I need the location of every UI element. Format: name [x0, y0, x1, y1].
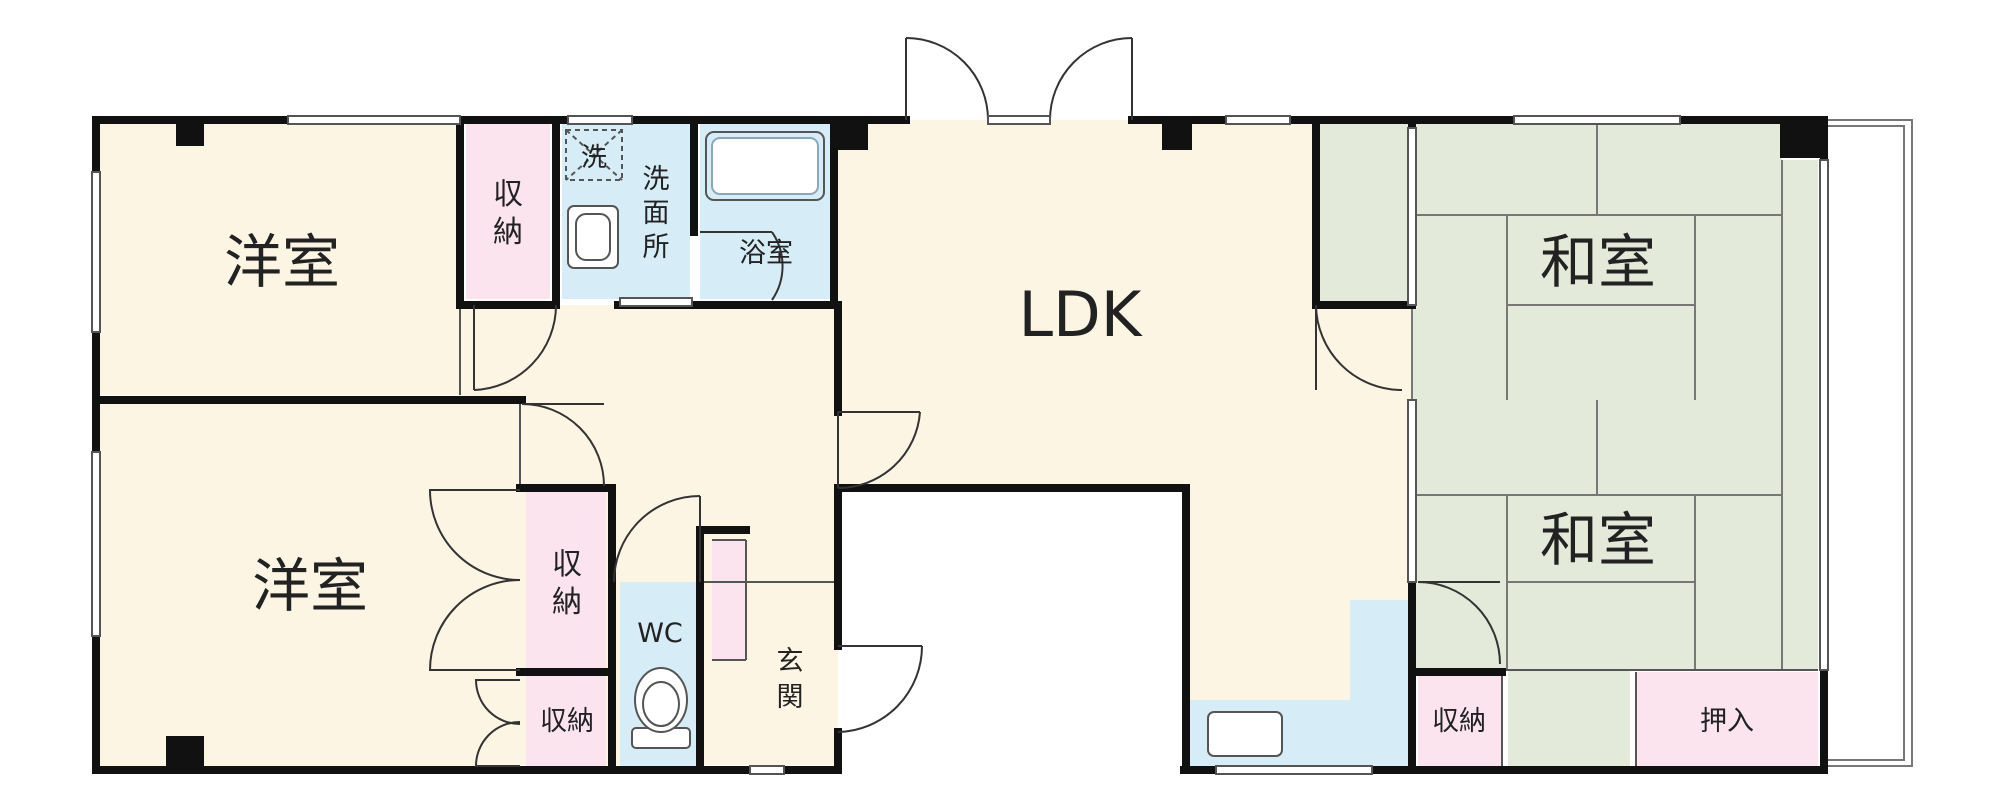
- window-icon: [91, 171, 101, 333]
- wc-label: WC: [637, 618, 683, 649]
- window-icon: [1407, 127, 1417, 306]
- window-icon: [567, 115, 633, 125]
- storage-3-label: 収納: [540, 706, 594, 737]
- window-icon: [1215, 765, 1373, 775]
- pillars: [166, 120, 1824, 770]
- window-icon: [1819, 159, 1829, 671]
- ldk-floor: [838, 120, 1412, 700]
- window-icon: [619, 297, 693, 307]
- washroom-label-3: 所: [643, 232, 670, 263]
- japanese-room-2-label: 和室: [1540, 506, 1656, 574]
- washroom-label-1: 洗: [643, 164, 670, 195]
- storage-1-label-bottom: 納: [493, 215, 523, 250]
- door-swings: [428, 231, 1501, 767]
- balcony-inner-line: [1822, 125, 1905, 761]
- tatami-lines: [1411, 120, 1783, 670]
- oshiire-label: 押入: [1700, 706, 1754, 737]
- window-icon: [1407, 399, 1417, 583]
- japanese-side-strip-floor: [1782, 160, 1818, 670]
- japanese-room-1-label: 和室: [1540, 228, 1656, 296]
- balcony-outline: [1822, 119, 1913, 767]
- window-icon: [91, 451, 101, 637]
- entrance-label-bottom: 関: [777, 682, 804, 713]
- washing-machine-pan-icon: [565, 129, 623, 181]
- storage-4-floor: [1418, 672, 1502, 766]
- storage-1-floor: [466, 124, 550, 299]
- bathroom-label: 浴室: [739, 238, 793, 269]
- storage-1-label-top: 収: [493, 177, 523, 212]
- washer-mark-label: 洗: [581, 143, 607, 173]
- ldk-label: LDK: [1019, 278, 1143, 351]
- windows: [91, 115, 1829, 775]
- window-icon: [1513, 115, 1681, 125]
- balcony: [1822, 119, 1913, 767]
- storage-3-floor: [526, 676, 606, 766]
- window-icon: [287, 115, 461, 125]
- floor-fills: [98, 120, 1818, 766]
- storage-2-floor: [526, 490, 606, 668]
- storage-mid-floor: [1508, 670, 1630, 766]
- storage-2-label-top: 収: [552, 547, 582, 582]
- kitchen-sink-icon: [1207, 711, 1283, 757]
- window-icon: [749, 765, 785, 775]
- washroom-label-2: 面: [643, 198, 670, 229]
- oshiire-floor: [1636, 672, 1818, 766]
- storage-2-label-bottom: 納: [552, 585, 582, 620]
- japanese-alcove-floor: [1320, 120, 1412, 305]
- western-room-1-label: 洋室: [224, 228, 340, 296]
- storage-4-label: 収納: [1432, 706, 1486, 737]
- walls: [92, 116, 1828, 774]
- western-room-2-label: 洋室: [252, 552, 368, 620]
- entry-doors: [905, 37, 1133, 125]
- western-room-2-floor: [98, 400, 520, 766]
- entrance-shoe-storage-floor: [712, 540, 746, 660]
- entrance-label-top: 玄: [777, 646, 804, 677]
- window-icon: [1225, 115, 1291, 125]
- room-labels: 洋室 洋室 LDK 和室 和室 収 納 収 納 収納 収納 押入 洗 洗 面 所…: [224, 143, 1754, 737]
- western-room-1-floor: [98, 120, 460, 395]
- fixtures: [565, 129, 1283, 757]
- washbasin-icon: [567, 205, 619, 269]
